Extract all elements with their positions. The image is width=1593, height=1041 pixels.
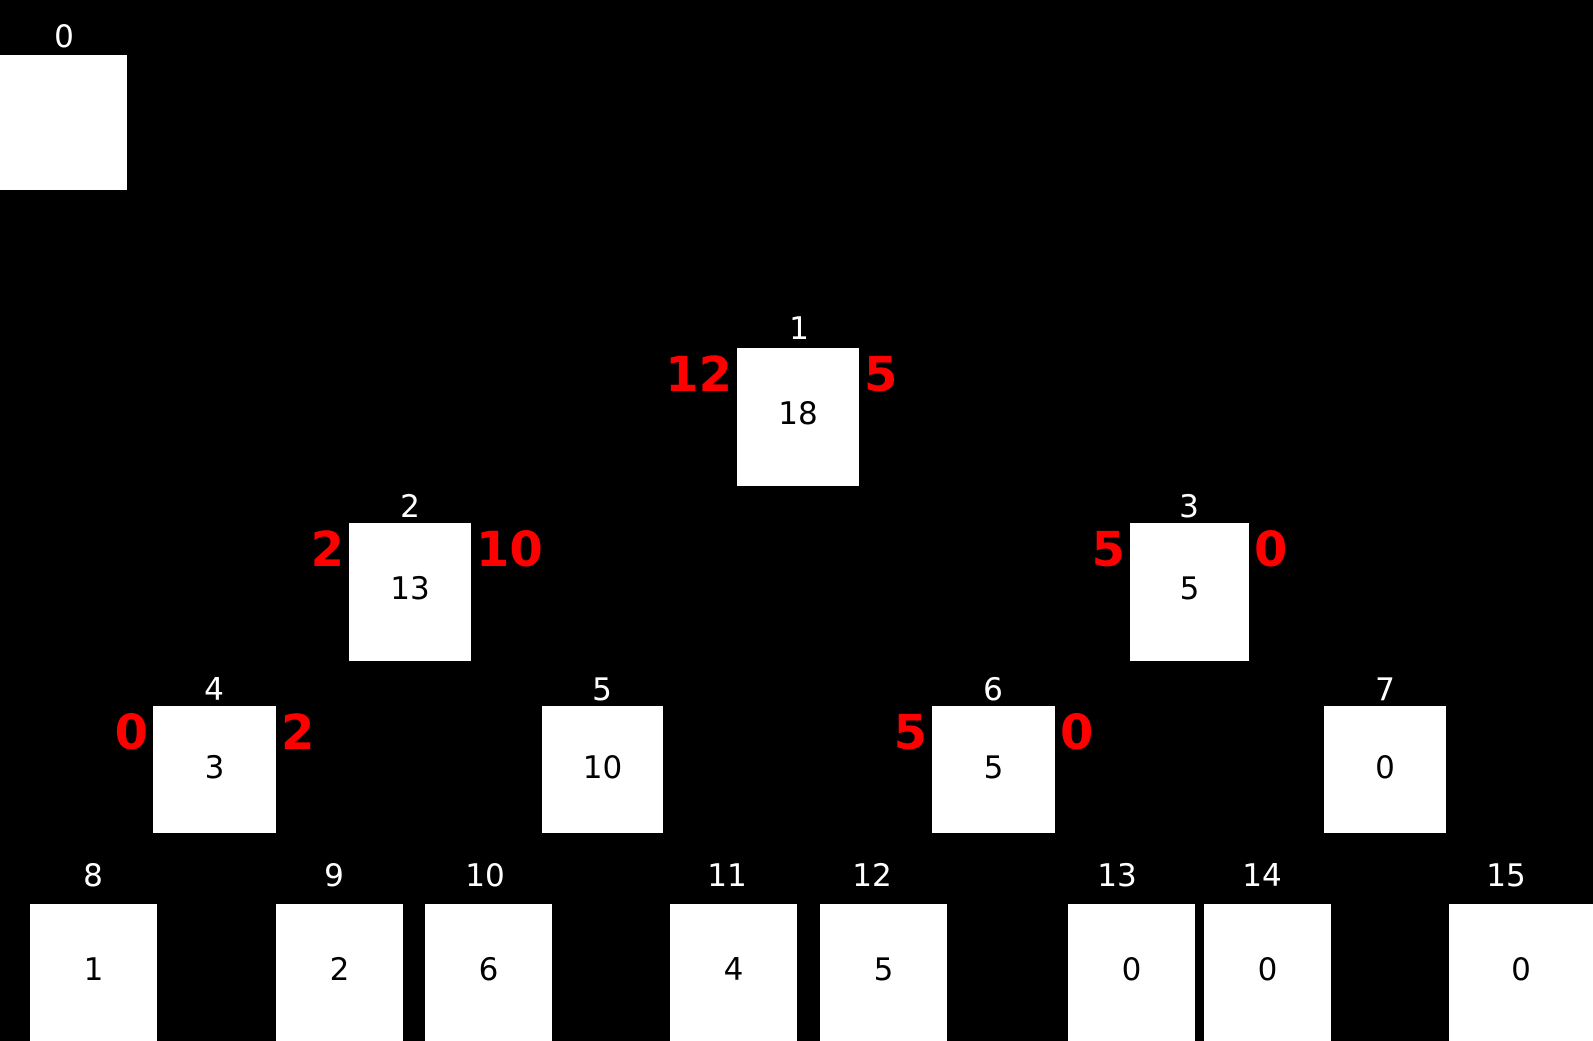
heap-node-right-annotation-1: 5 bbox=[864, 347, 898, 403]
heap-node-index-14: 14 bbox=[1242, 858, 1282, 894]
heap-node-right-annotation-2: 10 bbox=[476, 522, 543, 578]
heap-node-box-7[interactable] bbox=[1324, 706, 1446, 833]
heap-node-index-15: 15 bbox=[1486, 858, 1526, 894]
heap-node-box-10[interactable] bbox=[425, 904, 552, 1041]
heap-node-value-12: 5 bbox=[873, 951, 894, 988]
heap-node-index-9: 9 bbox=[324, 858, 344, 894]
heap-node-box-9[interactable] bbox=[276, 904, 403, 1041]
heap-node-box-14[interactable] bbox=[1204, 904, 1331, 1041]
heap-node-index-10: 10 bbox=[465, 858, 505, 894]
heap-node-index-12: 12 bbox=[852, 858, 892, 894]
heap-node-left-annotation-2: 2 bbox=[310, 522, 344, 578]
heap-node-value-14: 0 bbox=[1257, 951, 1278, 988]
heap-node-value-1: 18 bbox=[778, 396, 818, 433]
heap-node-value-3: 5 bbox=[1179, 571, 1200, 608]
heap-node-index-8: 8 bbox=[83, 858, 103, 894]
heap-node-box-0[interactable] bbox=[0, 55, 127, 190]
heap-node-box-5[interactable] bbox=[542, 706, 663, 833]
heap-node-box-15[interactable] bbox=[1449, 904, 1593, 1041]
heap-node-value-8: 1 bbox=[83, 951, 104, 988]
heap-node-box-8[interactable] bbox=[30, 904, 157, 1041]
heap-node-index-11: 11 bbox=[707, 858, 747, 894]
heap-node-index-7: 7 bbox=[1375, 672, 1395, 708]
heap-node-value-9: 2 bbox=[329, 951, 350, 988]
heap-node-box-2[interactable] bbox=[349, 523, 471, 661]
heap-node-box-1[interactable] bbox=[737, 348, 859, 486]
heap-node-index-13: 13 bbox=[1097, 858, 1137, 894]
heap-node-index-0: 0 bbox=[54, 19, 74, 55]
heap-node-left-annotation-4: 0 bbox=[114, 705, 148, 761]
heap-node-right-annotation-3: 0 bbox=[1254, 522, 1288, 578]
heap-node-box-6[interactable] bbox=[932, 706, 1055, 833]
heap-node-box-3[interactable] bbox=[1130, 523, 1249, 661]
heap-node-index-1: 1 bbox=[789, 311, 809, 347]
heap-node-left-annotation-3: 5 bbox=[1091, 522, 1125, 578]
heap-node-index-6: 6 bbox=[983, 672, 1003, 708]
heap-node-value-7: 0 bbox=[1375, 749, 1395, 786]
heap-node-value-15: 0 bbox=[1511, 951, 1531, 988]
heap-node-value-5: 10 bbox=[582, 749, 623, 786]
heap-node-box-4[interactable] bbox=[153, 706, 276, 833]
heap-node-index-4: 4 bbox=[204, 672, 224, 708]
heap-node-index-3: 3 bbox=[1179, 489, 1199, 525]
heap-node-value-6: 5 bbox=[983, 749, 1004, 786]
heap-node-box-12[interactable] bbox=[820, 904, 947, 1041]
heap-node-value-4: 3 bbox=[204, 749, 225, 786]
heap-node-value-13: 0 bbox=[1121, 951, 1142, 988]
heap-node-right-annotation-6: 0 bbox=[1060, 705, 1094, 761]
heap-node-box-13[interactable] bbox=[1068, 904, 1195, 1041]
heap-node-value-10: 6 bbox=[478, 951, 499, 988]
heap-node-index-2: 2 bbox=[400, 489, 420, 525]
heap-node-value-2: 13 bbox=[390, 571, 430, 608]
heap-node-right-annotation-4: 2 bbox=[281, 705, 315, 761]
heap-node-value-11: 4 bbox=[723, 951, 744, 988]
heap-node-left-annotation-6: 5 bbox=[893, 705, 927, 761]
heap-node-index-5: 5 bbox=[592, 672, 612, 708]
heap-node-left-annotation-1: 12 bbox=[665, 347, 732, 403]
heap-node-box-11[interactable] bbox=[670, 904, 797, 1041]
